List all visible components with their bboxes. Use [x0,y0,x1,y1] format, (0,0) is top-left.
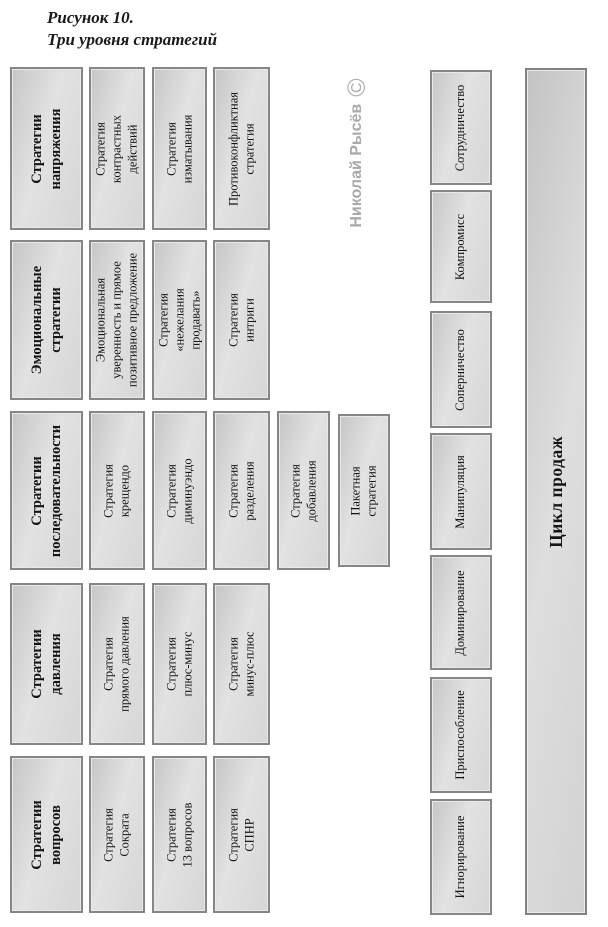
group-1-item-2-box: Стратегия изматывания [152,67,207,230]
group-2-item-3-box: Стратегия интриги [213,240,270,400]
sales-cycle-label: Цикл продаж [545,435,566,548]
group-3-item-4-box: Стратегия добавления [277,411,330,570]
mode-cooperation-label: Сотрудничество [453,84,468,171]
group-4-header-box: Стратегии давления [10,583,83,745]
group-1-header-label: Стратегии напряжения [28,108,64,189]
group-1-item-1-box: Стратегия контрастных действий [89,67,145,230]
watermark-author-name: Николай Рысёв [348,103,365,228]
group-1-item-2-label: Стратегия изматывания [163,114,194,183]
mode-domination-box: Доминирование [430,555,492,670]
mode-rivalry-box: Соперничество [430,311,492,428]
mode-compromise-label: Компромисс [453,213,468,280]
watermark: Николай Рысёв © [337,53,377,253]
group-5-header-box: Стратегии вопросов [10,756,83,913]
group-5-item-2-box: Стратегия 13 вопросов [152,756,207,913]
group-3-item-5-label: Пакетная стратегия [348,464,378,517]
group-4-header-label: Стратегии давления [28,629,64,699]
group-3-item-3-box: Стратегия разделения [213,411,270,570]
group-1-item-3-label: Противоконфликтная стратегия [225,91,256,206]
group-3-header-label: Стратегии последовательности [28,424,64,557]
group-2-item-3-label: Стратегия интриги [225,293,256,347]
group-4-item-3-label: Стратегия минус-плюс [225,631,256,697]
group-2-header-label: Эмоциональные стратегии [28,265,64,375]
mode-ignoring-box: Игнорирование [430,799,492,915]
group-3-item-3-label: Стратегия разделения [225,460,256,521]
group-4-item-1-label: Стратегия прямого давления [101,616,131,712]
figure-title: Три уровня стратегий [47,30,218,50]
group-1-header-box: Стратегии напряжения [10,67,83,230]
mode-ignoring-label: Игнорирование [453,815,468,899]
group-3-item-2-label: Стратегия диминуэндо [163,457,194,524]
group-5-item-3-box: Стратегия СПНР [213,756,270,913]
group-3-item-5-box: Пакетная стратегия [338,414,390,567]
group-3-header-box: Стратегии последовательности [10,411,83,570]
group-2-item-1-label: Эмоциональная уверенность и прямое позит… [93,252,139,388]
mode-compromise-box: Компромисс [430,190,492,303]
group-3-item-1-label: Стратегия крещендо [101,463,131,518]
figure-number: Рисунок 10. [47,8,134,27]
group-4-item-2-box: Стратегия плюс-минус [152,583,207,745]
group-4-item-1-box: Стратегия прямого давления [89,583,145,745]
mode-adaptation-box: Приспособление [430,677,492,793]
mode-domination-label: Доминирование [453,569,468,656]
mode-adaptation-label: Приспособление [453,690,468,780]
group-4-item-2-label: Стратегия плюс-минус [163,631,194,697]
group-3-item-2-box: Стратегия диминуэндо [152,411,207,570]
group-3-item-1-box: Стратегия крещендо [89,411,145,570]
figure-caption: Рисунок 10. Три уровня стратегий [47,7,217,52]
group-4-item-3-box: Стратегия минус-плюс [213,583,270,745]
group-1-item-1-label: Стратегия контрастных действий [93,114,139,183]
mode-manipulation-label: Манипуляция [453,454,468,529]
mode-manipulation-box: Манипуляция [430,433,492,550]
group-5-item-2-label: Стратегия 13 вопросов [163,802,194,867]
mode-cooperation-box: Сотрудничество [430,70,492,185]
copyright-icon: © [342,78,371,97]
group-2-item-1-box: Эмоциональная уверенность и прямое позит… [89,240,145,400]
group-5-item-3-label: Стратегия СПНР [225,807,256,862]
group-3-item-4-label: Стратегия добавления [287,459,318,522]
group-2-item-2-box: Стратегия «нежелания продавать» [152,240,207,400]
group-2-header-box: Эмоциональные стратегии [10,240,83,400]
group-5-header-label: Стратегии вопросов [28,799,64,870]
group-2-item-2-label: Стратегия «нежелания продавать» [155,288,202,352]
sales-cycle-bar: Цикл продаж [525,68,587,915]
group-5-item-1-label: Стратегия Сократа [101,807,131,862]
group-5-item-1-box: Стратегия Сократа [89,756,145,913]
group-1-item-3-box: Противоконфликтная стратегия [213,67,270,230]
mode-rivalry-label: Соперничество [453,328,468,411]
